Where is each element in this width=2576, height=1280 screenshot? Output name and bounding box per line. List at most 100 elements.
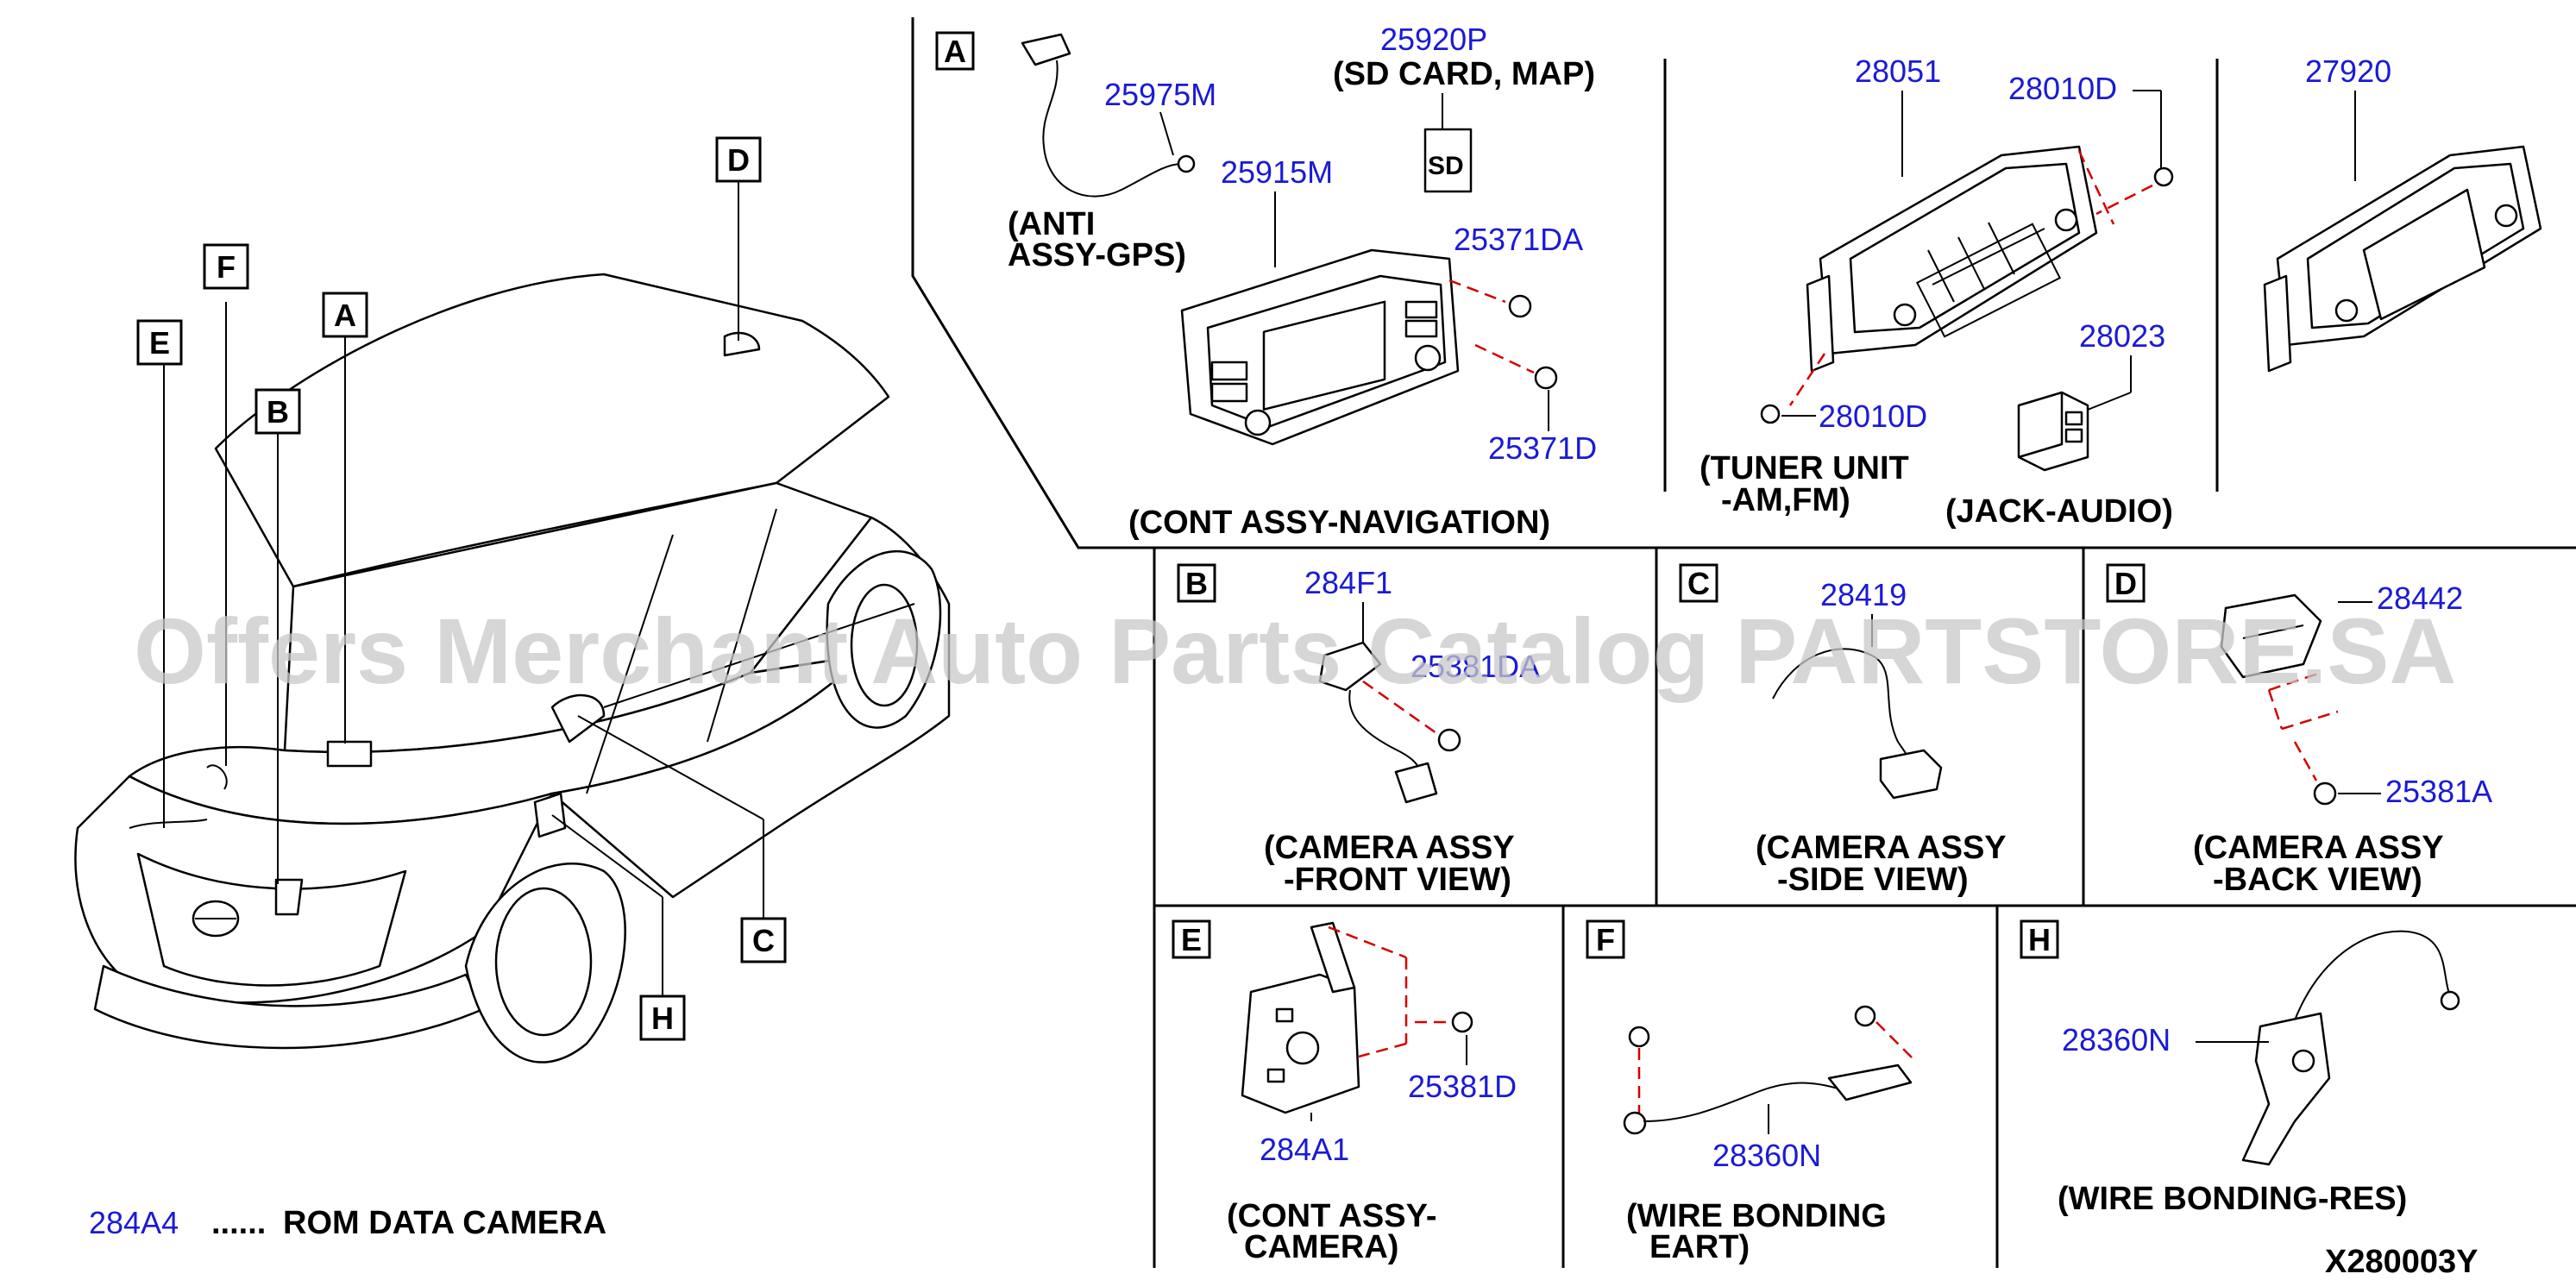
part-27920[interactable]: 27920 [2305, 53, 2391, 89]
caption-e-2: CAMERA) [1244, 1229, 1398, 1265]
vehicle-callout-A[interactable]: A [322, 292, 368, 338]
vehicle-callout-D[interactable]: D [715, 136, 762, 183]
part-25915M[interactable]: 25915M [1221, 154, 1333, 190]
part-28360N-f[interactable]: 28360N [1712, 1138, 1821, 1173]
jack-audio [2017, 391, 2089, 472]
front-camera-bolt [1437, 728, 1461, 752]
control-unit-bolt [1451, 1011, 1473, 1033]
panel-d: D 28442 25381A (CAMERA ASSY -BACK VIEW) [2106, 563, 2492, 898]
vehicle-illustration [74, 273, 951, 1064]
caption-b-2: -FRONT VIEW) [1284, 862, 1511, 898]
caption-f-2: EART) [1649, 1229, 1750, 1265]
panel-c-letter: C [1687, 566, 1710, 601]
part-25381A[interactable]: 25381A [2385, 774, 2492, 809]
svg-text:B: B [267, 394, 289, 430]
legend-text: ROM DATA CAMERA [283, 1205, 606, 1241]
caption-b-1: (CAMERA ASSY [1264, 830, 1515, 866]
screw-upper [1508, 294, 1532, 318]
part-284A1[interactable]: 284A1 [1260, 1132, 1349, 1167]
panel-b-letter: B [1185, 566, 1208, 601]
panel-h-letter: H [2028, 922, 2051, 957]
panel-c: C 28419 (CAMERA ASSY -SIDE VIEW) [1679, 563, 2007, 898]
part-25371D[interactable]: 25371D [1488, 430, 1597, 466]
panel-f: F 28360N (WIRE BONDING EART) [1586, 919, 1916, 1265]
front-camera [1318, 641, 1438, 804]
wire-bonding-res [2241, 930, 2460, 1166]
part-28023[interactable]: 28023 [2079, 318, 2165, 354]
diagram-code: X280003Y [2325, 1244, 2479, 1280]
panel-d-letter: D [2114, 566, 2137, 601]
caption-sd-card: (SD CARD, MAP) [1333, 56, 1595, 92]
legend-dots: ...... [211, 1205, 266, 1241]
part-28010D-upper[interactable]: 28010D [2008, 71, 2117, 106]
caption-d-1: (CAMERA ASSY [2193, 830, 2444, 866]
caption-e-1: (CONT ASSY- [1227, 1198, 1437, 1234]
display-unit [2263, 145, 2542, 373]
vehicle-callout-F[interactable]: E [136, 319, 183, 366]
sd-card-icon [1423, 128, 1473, 193]
part-f-location [129, 819, 208, 829]
panel-frames [911, 17, 2576, 1268]
panel-h: H 28360N (WIRE BONDING-RES) [2020, 919, 2460, 1217]
part-284F1[interactable]: 284F1 [1304, 565, 1392, 600]
gps-antenna [1021, 33, 1196, 198]
caption-jack: (JACK-AUDIO) [1945, 493, 2173, 530]
caption-d-2: -BACK VIEW) [2213, 862, 2422, 898]
back-camera-bolt [2313, 781, 2337, 806]
caption-nav: (CONT ASSY-NAVIGATION) [1128, 505, 1550, 541]
caption-anti-gps-2: ASSY-GPS) [1008, 237, 1186, 273]
tuner-screw-upper [2153, 166, 2174, 187]
panel-e: E 25381D 284A1 (CONT ASSY- CAMERA) [1172, 919, 1517, 1265]
part-25371DA[interactable]: 25371DA [1454, 222, 1583, 257]
wire-bonding-eart [1623, 1005, 1916, 1135]
svg-text:D: D [727, 142, 750, 178]
screw-lower [1534, 366, 1558, 390]
legend: 284A4 ...... ROM DATA CAMERA [89, 1205, 606, 1241]
caption-anti-gps-1: (ANTI [1008, 206, 1095, 242]
svg-text:C: C [752, 923, 775, 958]
panel-b: B 284F1 25381DA (CAMERA ASSY -FRONT VIEW… [1177, 563, 1540, 898]
panel-f-letter: F [1596, 922, 1615, 957]
panel-e-letter: E [1181, 922, 1202, 957]
part-25381D[interactable]: 25381D [1408, 1069, 1517, 1104]
panel-a: A 25975M (ANTI ASSY-GPS) 25920P (SD CARD… [935, 22, 2542, 541]
tuner-screw-lower [1760, 404, 1781, 424]
caption-c-2: -SIDE VIEW) [1777, 862, 1969, 898]
part-25975M[interactable]: 25975M [1104, 77, 1216, 112]
part-28442[interactable]: 28442 [2377, 580, 2463, 616]
camera-control-unit [1241, 921, 1360, 1114]
part-28051[interactable]: 28051 [1855, 53, 1941, 89]
svg-text:E: E [149, 325, 170, 361]
panel-a-letter: A [944, 34, 966, 69]
part-25381DA[interactable]: 25381DA [1411, 649, 1540, 684]
legend-part-number[interactable]: 284A4 [89, 1205, 179, 1240]
part-d-location [723, 331, 761, 357]
back-camera [2220, 593, 2322, 679]
part-e-location [533, 792, 567, 838]
svg-text:F: F [217, 249, 236, 285]
tuner-unit [1806, 145, 2098, 373]
caption-f-1: (WIRE BONDING [1626, 1198, 1887, 1234]
caption-c-1: (CAMERA ASSY [1756, 830, 2007, 866]
vehicle-leaders [163, 181, 764, 1001]
caption-tuner-2: -AM,FM) [1721, 482, 1850, 518]
part-28010D-lower[interactable]: 28010D [1819, 398, 1927, 434]
part-b-location [274, 878, 304, 916]
part-a-location [326, 740, 373, 768]
vehicle-callout-C[interactable]: C [740, 917, 787, 963]
caption-tuner-1: (TUNER UNIT [1700, 450, 1909, 486]
vehicle-callout-B[interactable]: B [254, 388, 301, 435]
part-28360N-h[interactable]: 28360N [2062, 1022, 2171, 1057]
watermark: Offers Merchant Auto Parts Catalog PARTS… [134, 599, 2456, 703]
part-h-location [206, 764, 228, 790]
part-25920P[interactable]: 25920P [1380, 22, 1487, 57]
vehicle-callout-E[interactable]: H [639, 995, 686, 1041]
svg-text:A: A [334, 298, 356, 333]
navigation-unit [1180, 248, 1460, 446]
svg-text:H: H [651, 1001, 674, 1036]
caption-h-1: (WIRE BONDING-RES) [2058, 1181, 2407, 1217]
vehicle-callout-H[interactable]: F [203, 243, 249, 290]
part-28419[interactable]: 28419 [1820, 577, 1907, 612]
side-camera [1772, 648, 1943, 800]
